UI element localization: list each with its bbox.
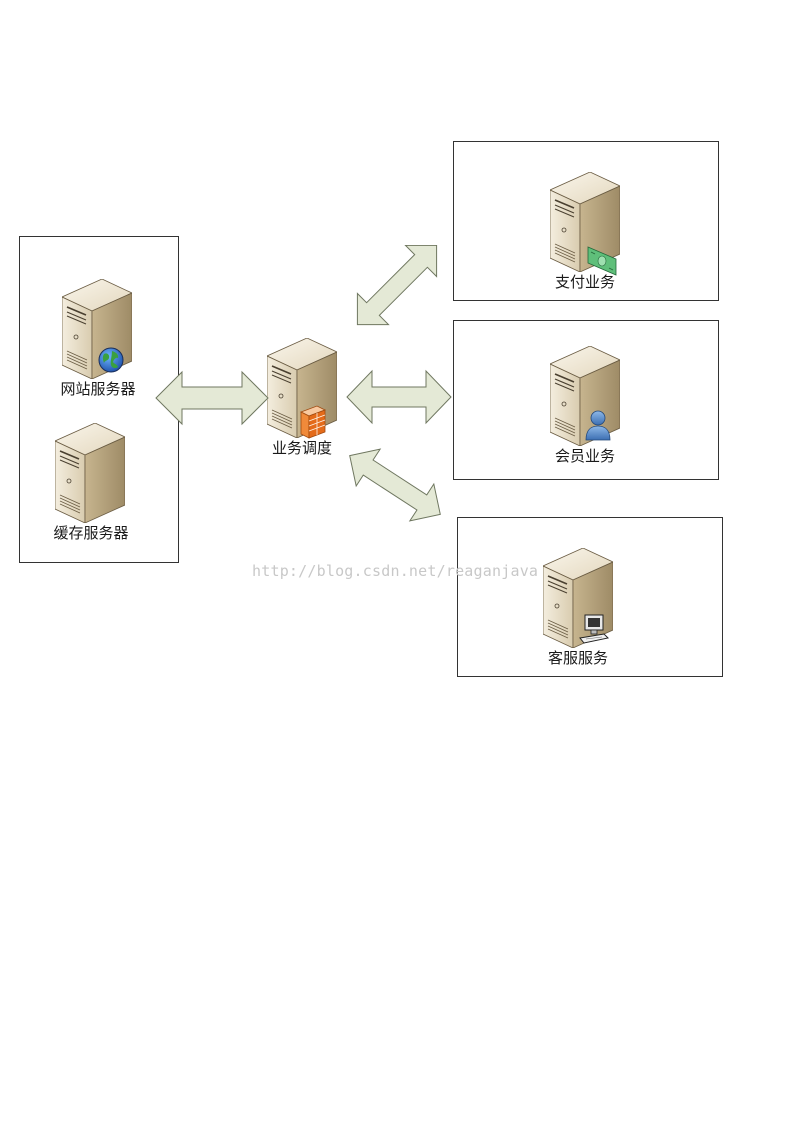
web-server-label: 网站服务器: [60, 380, 136, 398]
dispatch-payment-double-arrow: [356, 245, 438, 326]
money-icon: [587, 246, 617, 276]
cache-server-node: [55, 423, 125, 523]
dispatch-member-double-arrow: [346, 369, 452, 425]
user-icon: [585, 410, 611, 441]
dispatch-customer-service-double-arrow: [349, 448, 441, 522]
dispatch-label: 业务调度: [271, 439, 333, 457]
member-label: 会员业务: [554, 447, 616, 465]
firewall-icon: [300, 405, 326, 439]
computer-icon: [579, 614, 610, 644]
globe-icon: [98, 347, 124, 373]
customer-service-label: 客服服务: [547, 649, 609, 667]
web-dispatch-double-arrow: [155, 370, 269, 426]
watermark-text: http://blog.csdn.net/reaganjava: [252, 562, 539, 580]
cache-server-label: 缓存服务器: [53, 524, 129, 542]
payment-label: 支付业务: [554, 273, 616, 291]
